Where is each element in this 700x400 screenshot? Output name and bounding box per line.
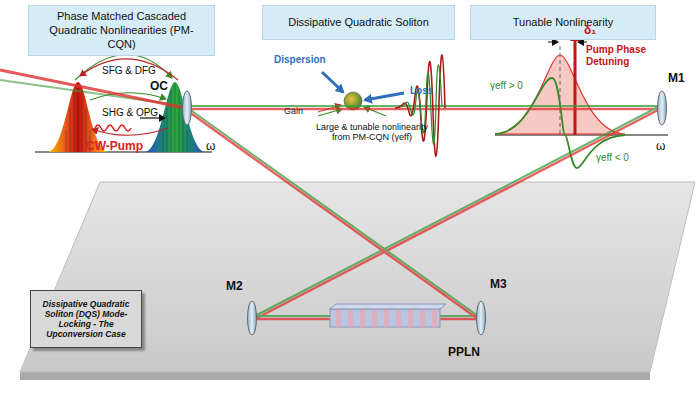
effect-label: Loss (410, 85, 433, 97)
box-text: Tunable Nonlinearity (513, 16, 613, 30)
pump-label: CW-Pump (86, 140, 143, 154)
crystal-label: PPLN (448, 346, 480, 360)
note-label: Large & tunable nonlinearity from PM-CQN… (312, 122, 432, 143)
box-text: Dissipative Quadratic Soliton (DQS) Mode… (36, 299, 136, 340)
axis-label: ω (656, 140, 665, 154)
effect-label: Dispersion (274, 54, 326, 66)
mirror-label: OC (150, 80, 168, 94)
case-box: Dissipative Quadratic Soliton (DQS) Mode… (30, 290, 142, 348)
header-box: Dissipative Quadratic Soliton (262, 5, 455, 40)
curve-label: γeff < 0 (596, 152, 629, 164)
process-label: SHG & OPG (102, 107, 158, 119)
mirror-label: M3 (490, 278, 507, 292)
header-box: Tunable Nonlinearity (470, 5, 656, 40)
detuning-symbol: δ₁ (584, 24, 596, 38)
detuning-label: Pump Phase Detuning (586, 44, 664, 67)
process-label: SFG & DFG (102, 65, 156, 77)
effect-label: Gain (284, 106, 303, 116)
box-text: Dissipative Quadratic Soliton (288, 16, 429, 30)
mirror-label: M1 (668, 72, 685, 86)
axis-label: ω (206, 140, 215, 154)
curve-label: γeff > 0 (490, 80, 523, 92)
box-text: Phase Matched Cascaded Quadratic Nonline… (37, 10, 206, 51)
header-box: Phase Matched Cascaded Quadratic Nonline… (28, 5, 215, 56)
mirror-label: M2 (226, 280, 243, 294)
